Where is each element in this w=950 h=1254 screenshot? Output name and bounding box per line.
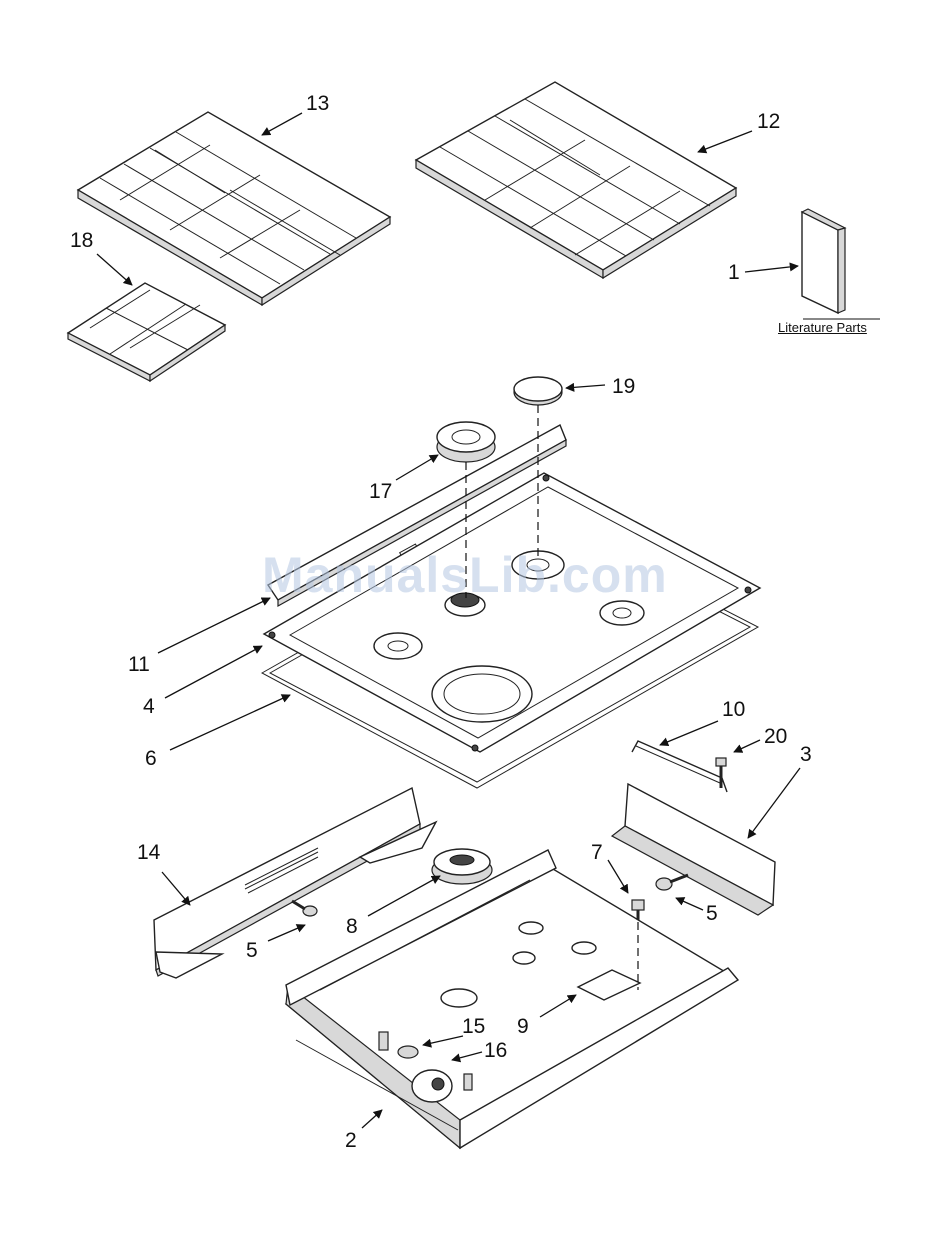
small-griddle-grate [68,283,225,381]
burner-base-pan [286,850,738,1148]
screw-5-left [292,901,317,916]
callout-18: 18 [70,230,93,251]
callout-16: 16 [484,1040,507,1061]
burner-base [432,849,492,884]
screw-5-right [656,875,688,890]
literature-booklet [802,209,845,313]
burner-cap [514,377,562,405]
callout-20: 20 [764,726,787,747]
callout-10: 10 [722,699,745,720]
callout-6: 6 [145,748,157,769]
callout-8: 8 [346,916,358,937]
callout-13: 13 [306,93,329,114]
callout-3: 3 [800,744,812,765]
cooktop-panel [264,473,760,752]
right-burner-grate [416,82,736,278]
callout-5-right: 5 [706,903,718,924]
burner-head [437,422,495,462]
callout-2: 2 [345,1130,357,1151]
literature-parts-label: Literature Parts [778,320,867,335]
callout-17: 17 [369,481,392,502]
callout-15: 15 [462,1016,485,1037]
callout-19: 19 [612,376,635,397]
callout-12: 12 [757,111,780,132]
callout-11: 11 [128,654,150,675]
watermark: ManualsLib.com [262,546,668,604]
callout-9: 9 [517,1016,529,1037]
callout-7: 7 [591,842,603,863]
rear-bracket [632,741,727,792]
callout-1: 1 [728,262,740,283]
left-burner-grate [78,112,390,305]
right-side-rail [612,784,775,915]
callout-4: 4 [143,696,155,717]
callout-14: 14 [137,842,160,863]
callout-5-left: 5 [246,940,258,961]
